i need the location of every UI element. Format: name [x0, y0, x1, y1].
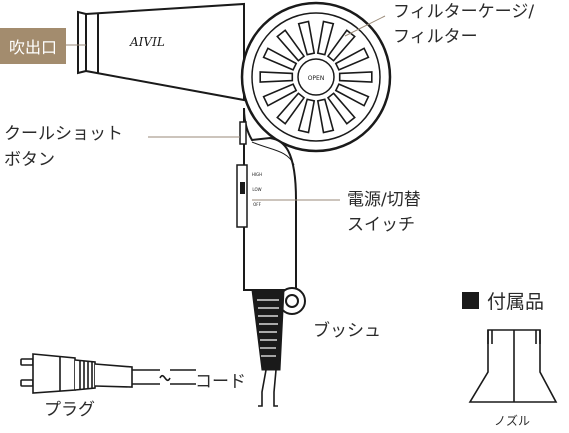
- dryer-handle: [243, 107, 297, 291]
- cord-label: コード: [195, 372, 246, 392]
- filter-label-line2: フィルター: [393, 27, 478, 47]
- filter-slot: [316, 20, 335, 56]
- accessories-title: 付属品: [487, 291, 545, 313]
- filter-slot: [338, 71, 373, 83]
- filter-slots: [259, 20, 373, 134]
- cool-shot-label-line2: ボタン: [4, 150, 55, 170]
- filter-slot: [334, 83, 370, 107]
- power-switch[interactable]: [236, 164, 248, 228]
- filter-slot: [262, 47, 298, 71]
- cord-bush: [251, 289, 285, 371]
- nozzle-accessory: [468, 329, 558, 403]
- power-cord: [132, 369, 278, 407]
- filter-slot: [334, 47, 370, 71]
- accessories-heading: 付属品: [462, 287, 544, 314]
- filter-slot: [326, 92, 356, 125]
- filter-slot: [326, 29, 356, 62]
- filter-slot: [276, 29, 306, 62]
- filter-slot: [276, 92, 306, 125]
- square-bullet-icon: [462, 292, 479, 309]
- switch-label-high: HIGH: [252, 172, 262, 177]
- motor-housing: [240, 1, 392, 153]
- cool-shot-label-line1: クールショット: [4, 124, 123, 144]
- power-switch-label-line2: スイッチ: [347, 215, 415, 235]
- filter-slot: [316, 98, 335, 134]
- nozzle-label: ノズル: [494, 414, 531, 428]
- filter-slot: [259, 71, 294, 83]
- dryer-barrel: [77, 2, 245, 102]
- filter-leader: [344, 15, 386, 37]
- bush-label: ブッシュ: [313, 321, 381, 341]
- filter-slot: [297, 98, 316, 134]
- power-switch-label-line1: 電源/切替: [347, 190, 421, 210]
- filter-slot: [297, 20, 316, 56]
- cool-shot-button[interactable]: [239, 121, 247, 145]
- plug-label: プラグ: [44, 400, 95, 420]
- switch-label-low: LOW: [252, 187, 261, 192]
- power-plug: [20, 353, 133, 394]
- filter-open-text: OPEN: [308, 75, 325, 82]
- filter-slot: [262, 83, 298, 107]
- filter-label-line1: フィルターケージ/: [393, 2, 535, 22]
- brand-logo: AIVIL: [129, 35, 165, 49]
- outlet-label: 吹出口: [0, 28, 66, 64]
- switch-label-off: OFF: [253, 202, 261, 207]
